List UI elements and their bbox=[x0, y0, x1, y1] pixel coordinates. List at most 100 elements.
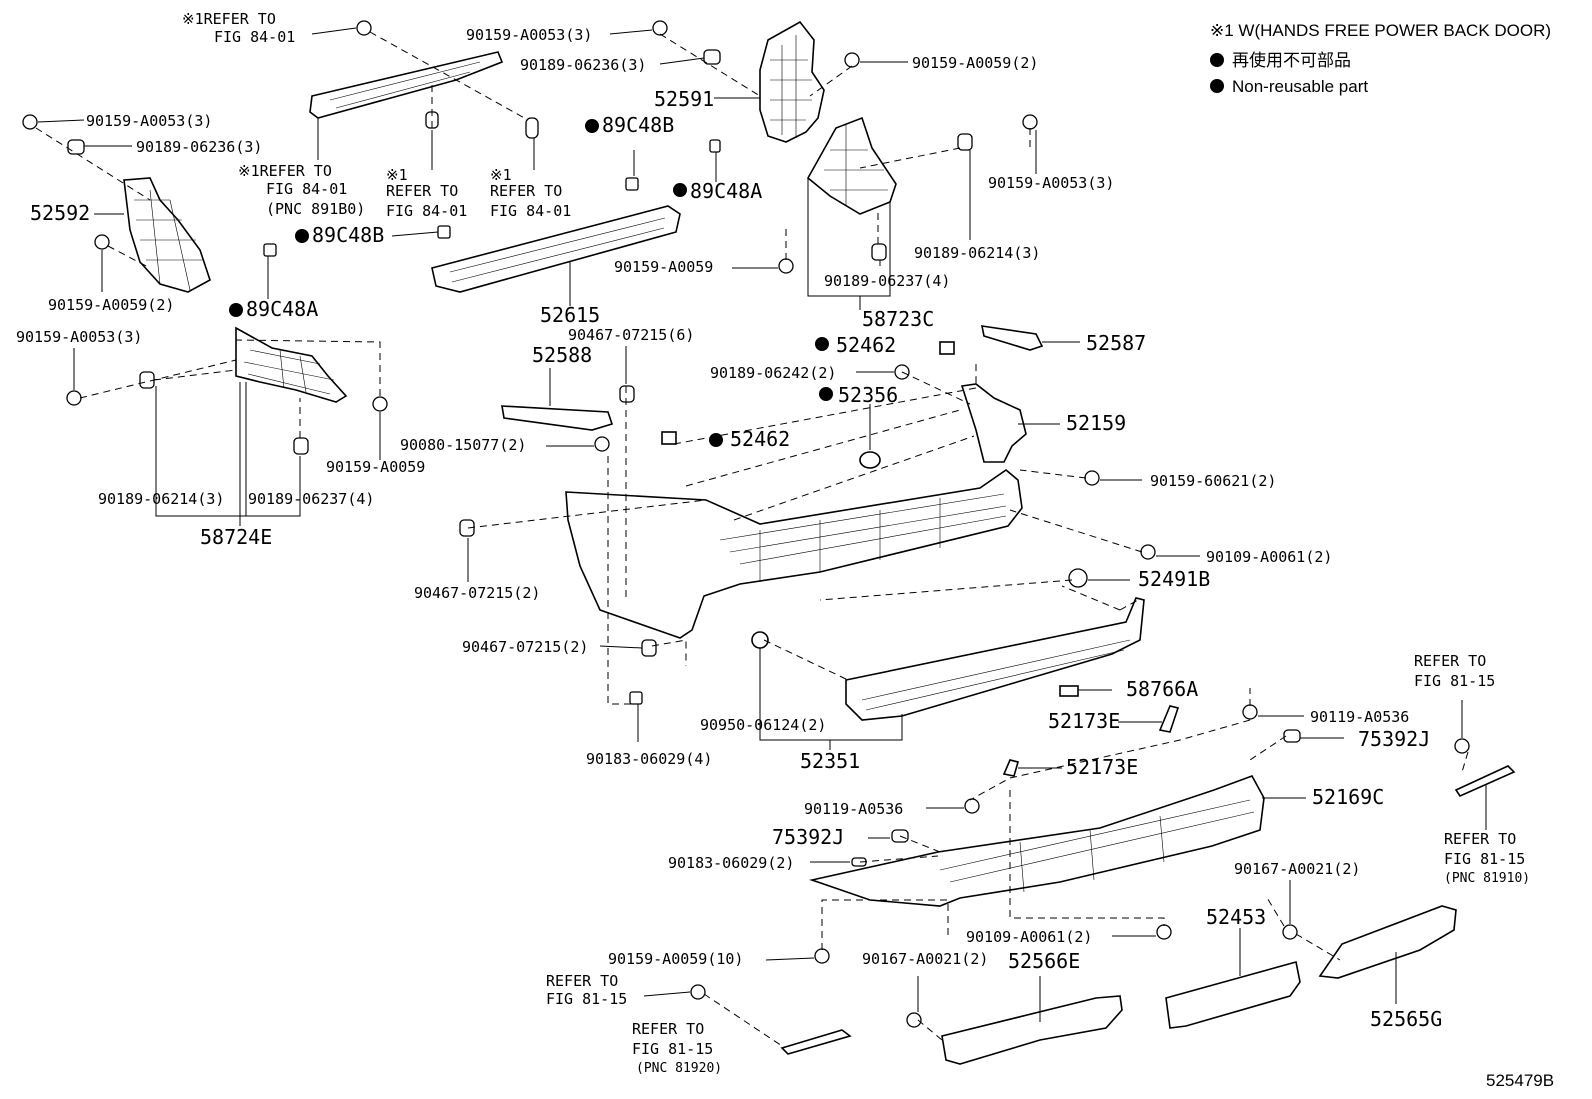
pad-58766a-part[interactable] bbox=[1059, 685, 1079, 697]
part-number-label[interactable]: 90189-06242(2) bbox=[710, 364, 836, 382]
bolt-icon[interactable] bbox=[94, 234, 110, 250]
bolt-icon[interactable] bbox=[844, 52, 860, 68]
bolt-icon[interactable] bbox=[1140, 544, 1156, 560]
part-number-label[interactable]: 90080-15077(2) bbox=[400, 436, 526, 454]
part-number-label[interactable]: 90183-06029(4) bbox=[586, 750, 712, 768]
part-number-label[interactable]: 52491B bbox=[1138, 567, 1210, 591]
moulding-52565g-part[interactable] bbox=[1318, 905, 1457, 979]
part-number-label[interactable]: 90189-06236(3) bbox=[520, 56, 646, 74]
part-number-label[interactable]: 90159-60621(2) bbox=[1150, 472, 1276, 490]
nut-icon[interactable] bbox=[625, 177, 639, 191]
part-number-label[interactable]: 90159-A0053(3) bbox=[16, 328, 142, 346]
part-number-label[interactable]: 90189-06214(3) bbox=[98, 490, 224, 508]
part-number-label[interactable]: 52351 bbox=[800, 749, 860, 773]
moulding-52453-part[interactable] bbox=[1165, 960, 1301, 1029]
nut-icon[interactable] bbox=[629, 691, 643, 705]
cushion-52462-top-part[interactable] bbox=[939, 341, 955, 355]
clip-icon[interactable] bbox=[957, 133, 973, 151]
part-number-label[interactable]: 90109-A0061(2) bbox=[966, 928, 1092, 946]
bracket-52159-part[interactable] bbox=[960, 383, 1027, 463]
part-number-label[interactable]: 52591 bbox=[654, 87, 714, 111]
part-number-label[interactable]: 89C48B bbox=[312, 223, 384, 247]
clip-icon[interactable] bbox=[67, 139, 85, 155]
part-number-label[interactable]: 52173E bbox=[1048, 709, 1120, 733]
moulding-52566e-part[interactable] bbox=[941, 995, 1123, 1065]
part-number-label[interactable]: 90159-A0059(2) bbox=[912, 54, 1038, 72]
bolt-icon[interactable] bbox=[66, 390, 82, 406]
part-number-label[interactable]: 90950-06124(2) bbox=[700, 716, 826, 734]
side-bracket-52592-part[interactable] bbox=[123, 177, 211, 293]
nut-icon[interactable] bbox=[709, 139, 721, 153]
part-number-label[interactable]: 90167-A0021(2) bbox=[862, 950, 988, 968]
clip-icon[interactable] bbox=[1283, 729, 1301, 743]
bolt-icon[interactable] bbox=[964, 798, 980, 814]
step-pad-52615-part[interactable] bbox=[431, 205, 681, 293]
lower-cover-52169c-part[interactable] bbox=[809, 775, 1265, 907]
bolt-icon[interactable] bbox=[1084, 470, 1100, 486]
bolt-icon[interactable] bbox=[22, 114, 38, 130]
side-bracket-52591-part[interactable] bbox=[759, 20, 825, 143]
nut-icon[interactable] bbox=[263, 243, 277, 257]
part-number-label[interactable]: 90159-A0053(3) bbox=[988, 174, 1114, 192]
part-number-label[interactable]: 52592 bbox=[30, 201, 90, 225]
part-number-label[interactable]: 52169C bbox=[1312, 785, 1384, 809]
part-number-label[interactable]: 90159-A0053(3) bbox=[466, 26, 592, 44]
bolt-icon[interactable] bbox=[1156, 924, 1172, 940]
retainer-rail-part[interactable] bbox=[309, 51, 504, 119]
cap-52356-part[interactable] bbox=[859, 451, 881, 469]
clip-icon[interactable] bbox=[703, 49, 721, 65]
garnish-52351-part[interactable] bbox=[845, 597, 1145, 721]
part-number-label[interactable]: 90119-A0536 bbox=[1310, 708, 1409, 726]
reflector-right-part[interactable] bbox=[1454, 765, 1516, 798]
bolt-icon[interactable] bbox=[814, 948, 830, 964]
part-number-label[interactable]: 90159-A0059 bbox=[614, 258, 713, 276]
clip-icon[interactable] bbox=[525, 117, 539, 139]
bolt-icon[interactable] bbox=[778, 258, 794, 274]
bracket-58724e-part[interactable] bbox=[235, 326, 348, 403]
part-number-label[interactable]: 52453 bbox=[1206, 905, 1266, 929]
nut-icon[interactable] bbox=[437, 225, 451, 239]
bolt-icon[interactable] bbox=[1242, 704, 1258, 720]
part-number-label[interactable]: 58766A bbox=[1126, 677, 1198, 701]
clip-icon[interactable] bbox=[641, 639, 657, 657]
part-number-label[interactable]: 75392J bbox=[772, 825, 844, 849]
part-number-label[interactable]: 90467-07215(2) bbox=[414, 584, 540, 602]
clip-52173e-lower-part[interactable] bbox=[1002, 759, 1019, 777]
part-number-label[interactable]: 52565G bbox=[1370, 1007, 1442, 1031]
cap-90950-part[interactable] bbox=[751, 631, 769, 649]
part-number-label[interactable]: 89C48B bbox=[602, 113, 674, 137]
bolt-icon[interactable] bbox=[690, 984, 706, 1000]
part-number-label[interactable]: 90183-06029(2) bbox=[668, 854, 794, 872]
bolt-icon[interactable] bbox=[594, 436, 610, 452]
part-number-label[interactable]: 52588 bbox=[532, 343, 592, 367]
part-number-label[interactable]: 90189-06237(4) bbox=[248, 490, 374, 508]
part-number-label[interactable]: 75392J bbox=[1358, 727, 1430, 751]
part-number-label[interactable]: 89C48A bbox=[690, 179, 762, 203]
part-number-label[interactable]: 52566E bbox=[1008, 949, 1080, 973]
part-number-label[interactable]: 52356 bbox=[838, 383, 898, 407]
reinforcement-52588-part[interactable] bbox=[501, 405, 614, 431]
part-number-label[interactable]: 90467-07215(6) bbox=[568, 326, 694, 344]
part-number-label[interactable]: 90189-06236(3) bbox=[136, 138, 262, 156]
bolt-icon[interactable] bbox=[906, 1012, 922, 1028]
part-number-label[interactable]: 52462 bbox=[836, 333, 896, 357]
part-number-label[interactable]: 58724E bbox=[200, 525, 272, 549]
reflector-left-part[interactable] bbox=[780, 1029, 852, 1055]
part-number-label[interactable]: 90159-A0059(2) bbox=[48, 296, 174, 314]
part-number-label[interactable]: 90189-06214(3) bbox=[914, 244, 1040, 262]
bolt-icon[interactable] bbox=[652, 20, 668, 36]
part-number-label[interactable]: 90167-A0021(2) bbox=[1234, 860, 1360, 878]
part-number-label[interactable]: 90159-A0059(10) bbox=[608, 950, 743, 968]
part-number-label[interactable]: 90467-07215(2) bbox=[462, 638, 588, 656]
clip-52173e-upper-part[interactable] bbox=[1158, 705, 1180, 733]
bolt-icon[interactable] bbox=[372, 396, 388, 412]
bolt-icon[interactable] bbox=[1454, 738, 1470, 754]
part-number-label[interactable]: 52462 bbox=[730, 427, 790, 451]
part-number-label[interactable]: 52587 bbox=[1086, 331, 1146, 355]
part-number-label[interactable]: 90159-A0059 bbox=[326, 458, 425, 476]
part-number-label[interactable]: 90119-A0536 bbox=[804, 800, 903, 818]
part-number-label[interactable]: 58723C bbox=[862, 307, 934, 331]
bolt-icon[interactable] bbox=[356, 20, 372, 36]
part-number-label[interactable]: 89C48A bbox=[246, 297, 318, 321]
cushion-52462-part[interactable] bbox=[661, 431, 677, 445]
